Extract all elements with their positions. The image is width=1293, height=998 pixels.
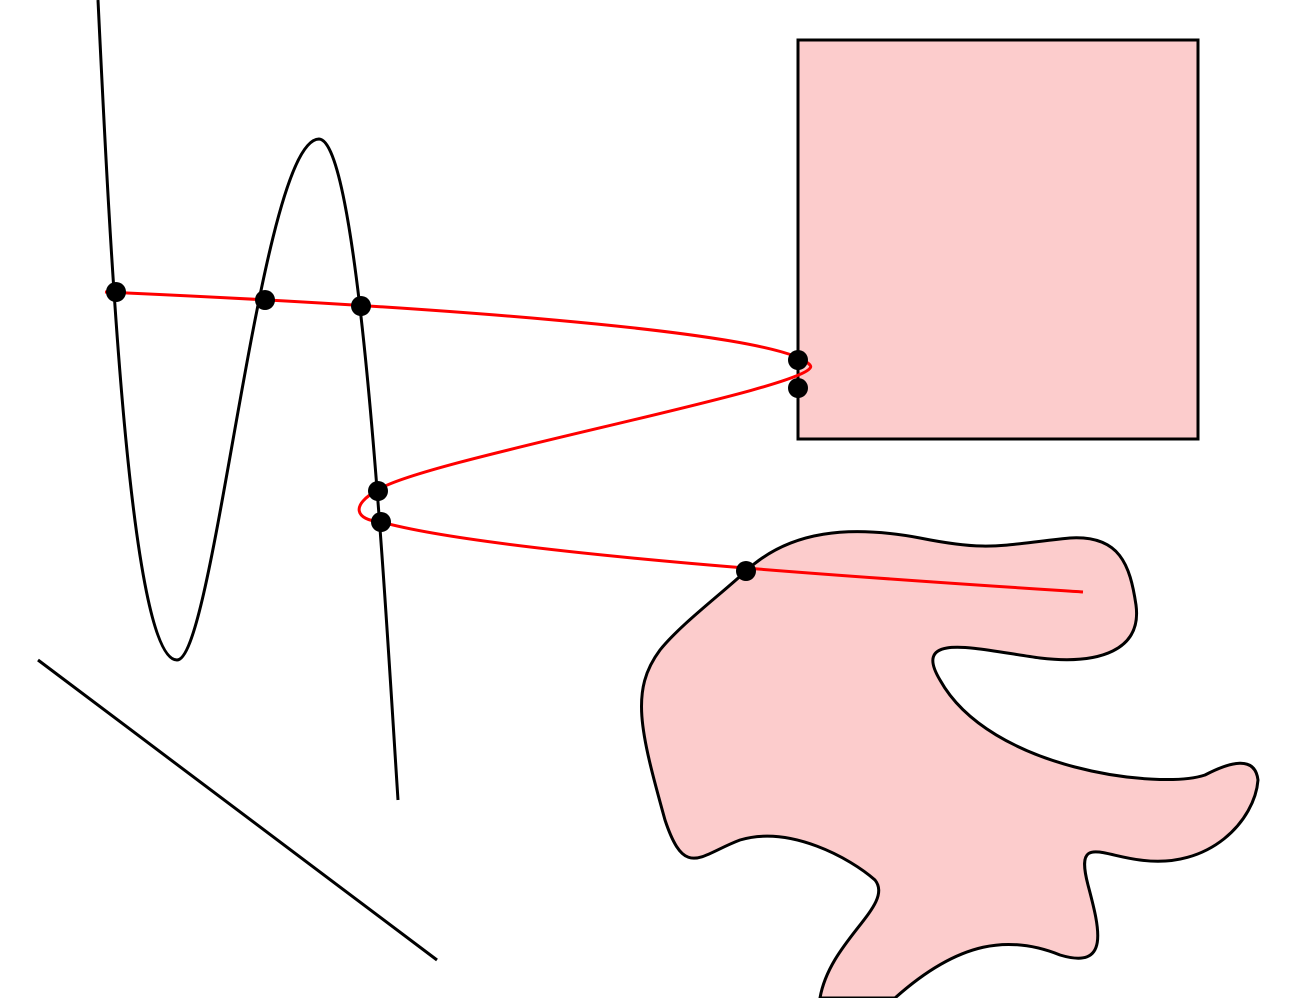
diagonal-line [37, 658, 438, 962]
intersection-point [351, 296, 371, 316]
intersection-point [255, 290, 275, 310]
intersection-point [368, 481, 388, 501]
intersection-points [106, 282, 808, 581]
intersection-point [371, 512, 391, 532]
oscillating-curve [96, 0, 400, 801]
blob-shape [640, 530, 1260, 998]
square-shape [796, 38, 1200, 441]
intersection-point [788, 350, 808, 370]
intersection-point [106, 282, 126, 302]
intersection-point [788, 378, 808, 398]
intersection-point [736, 561, 756, 581]
red-curve [104, 290, 1084, 594]
